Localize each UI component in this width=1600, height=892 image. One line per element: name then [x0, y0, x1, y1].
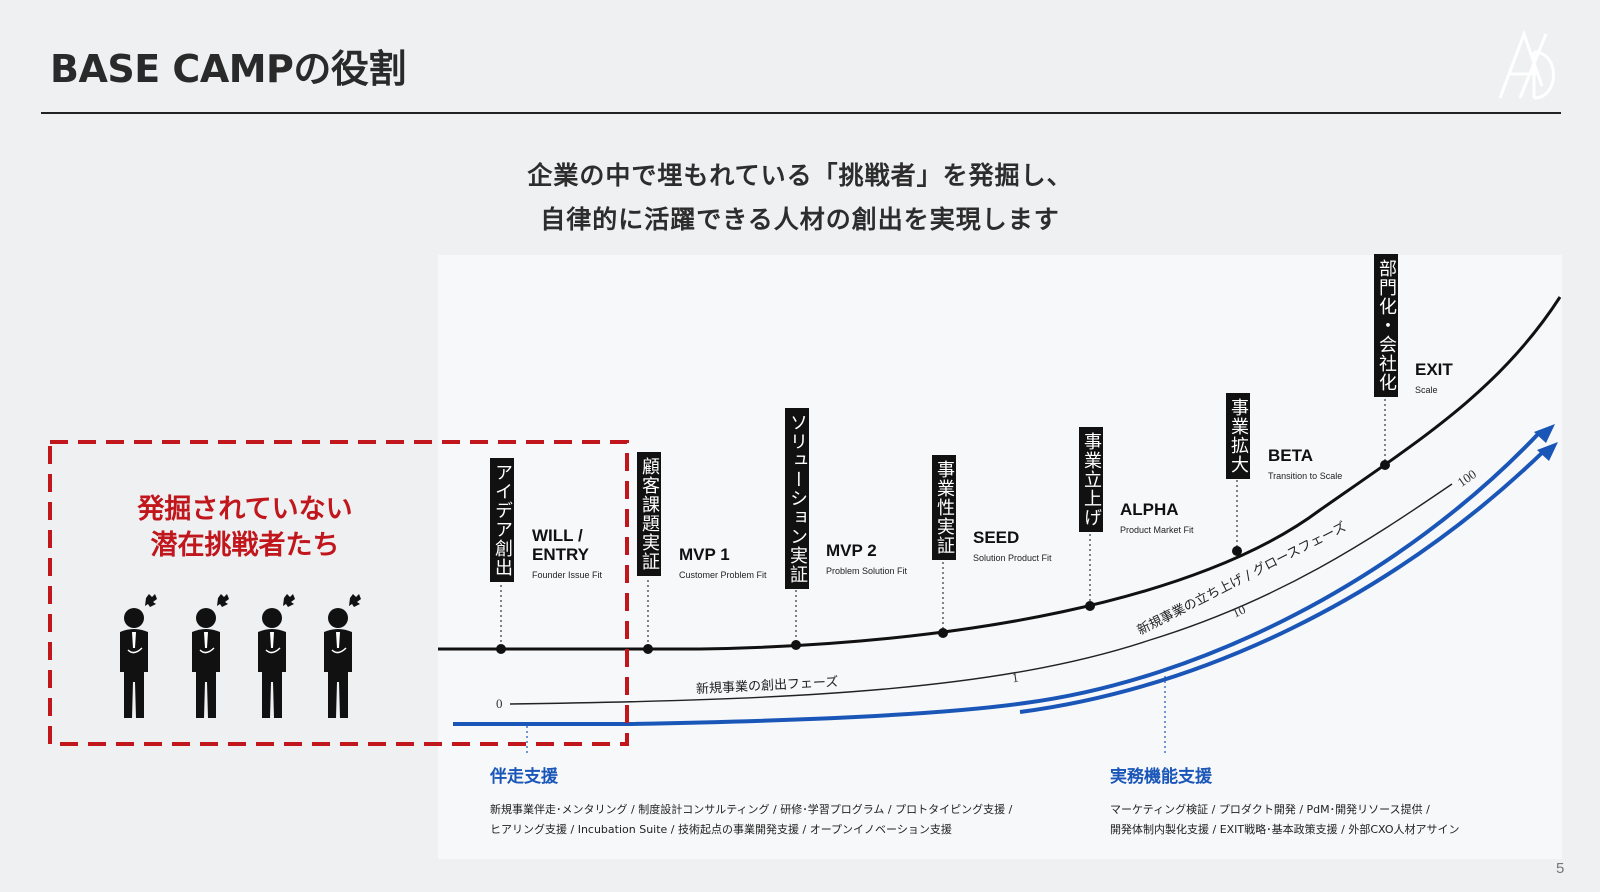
headline-line-2: 自律的に活躍できる人材の創出を実現します [540, 205, 1060, 234]
stage-5-vertical-label: 事業立上げ [1079, 427, 1103, 532]
support-right-desc: マーケティング検証 / プロダクト開発 / PdM･開発リソース提供 / 開発体… [1110, 800, 1460, 840]
scale-label-1: 1 [1011, 670, 1020, 686]
support-right-line-2: 開発体制内製化支援 / EXIT戦略･基本政策支援 / 外部CXO人材アサイン [1110, 823, 1460, 836]
stage-6-vertical-label: 事業拡大 [1226, 393, 1250, 479]
stage-4-name: SEED [973, 528, 1020, 547]
person-icon-1 [119, 593, 158, 719]
page-title: BASE CAMPの役割 [50, 47, 406, 91]
support-left-desc: 新規事業伴走･メンタリング / 制度設計コンサルティング / 研修･学習プログラ… [490, 800, 1012, 840]
scale-label-100: 100 [1455, 466, 1480, 489]
scale-label-10: 10 [1230, 602, 1248, 621]
support-left-line-1: 新規事業伴走･メンタリング / 制度設計コンサルティング / 研修･学習プログラ… [490, 803, 1013, 816]
milestone-dots [496, 460, 1390, 654]
stage-7-vertical-label: 部門化・会社化 [1374, 254, 1398, 397]
stage-4-vertical-label: 事業性実証 [932, 455, 956, 560]
stage-6-sub: Transition to Scale [1268, 471, 1343, 481]
support-left-line-2: ヒアリング支援 / Incubation Suite / 技術起点の事業開発支援… [490, 823, 952, 836]
stage-3: MVP 2 Problem Solution Fit [826, 541, 907, 576]
creation-phase-label: 新規事業の創出フェーズ [696, 674, 839, 697]
growth-phase-label: 新規事業の立ち上げ / グロースフェーズ [1135, 519, 1349, 639]
stage-5-name: ALPHA [1120, 500, 1179, 519]
people-figures [119, 593, 362, 719]
stage-1: WILL / ENTRY Founder Issue Fit [532, 526, 602, 580]
stage-3-vertical-label: ソリューション実証 [785, 408, 809, 589]
person-icon-4 [323, 593, 362, 719]
stage-1-sub: Founder Issue Fit [532, 570, 603, 580]
stage-6-name: BETA [1268, 446, 1314, 465]
stage-3-name: MVP 2 [826, 541, 877, 560]
arrow-head-2 [1537, 442, 1558, 461]
support-line-upper [1019, 448, 1547, 714]
stage-1-vertical-label: アイデア創出 [490, 458, 514, 582]
stage-4-sub: Solution Product Fit [973, 553, 1052, 563]
company-logo-icon [1498, 29, 1555, 100]
support-line-main [627, 430, 1542, 726]
title-rule [41, 112, 1561, 114]
stage-1-name: WILL / ENTRY [532, 526, 589, 564]
stage-5-sub: Product Market Fit [1120, 525, 1194, 535]
hidden-challengers-line-2: 潜在挑戦者たち [150, 530, 340, 561]
support-left-title: 伴走支援 [490, 767, 558, 787]
stage-2-vertical-label: 顧客課題実証 [637, 452, 661, 576]
support-right-title: 実務機能支援 [1110, 767, 1212, 787]
stage-4: SEED Solution Product Fit [973, 528, 1052, 563]
support-right-line-1: マーケティング検証 / プロダクト開発 / PdM･開発リソース提供 / [1110, 803, 1430, 816]
scale-label-0: 0 [496, 696, 503, 711]
stage-7-name: EXIT [1415, 360, 1453, 379]
stage-7: EXIT Scale [1415, 360, 1453, 395]
person-icon-2 [191, 593, 230, 719]
hidden-challengers-text: 発掘されていない 潜在挑戦者たち [60, 492, 430, 564]
stage-5: ALPHA Product Market Fit [1120, 500, 1194, 535]
stage-3-sub: Problem Solution Fit [826, 566, 908, 576]
hidden-challengers-line-1: 発掘されていない [137, 494, 353, 525]
page-number: 5 [1556, 860, 1565, 877]
growth-curve [438, 296, 1562, 651]
person-icon-3 [257, 593, 296, 719]
headline-line-1: 企業の中で埋もれている「挑戦者」を発掘し、 [527, 161, 1073, 190]
arrow-head-1 [1534, 424, 1555, 443]
stage-6: BETA Transition to Scale [1268, 446, 1342, 481]
stage-2-name: MVP 1 [679, 545, 730, 564]
stage-7-sub: Scale [1415, 385, 1438, 395]
hidden-challengers-box [48, 440, 629, 746]
stage-2: MVP 1 Customer Problem Fit [679, 545, 767, 580]
stage-2-sub: Customer Problem Fit [679, 570, 767, 580]
scale-curve [509, 483, 1453, 705]
